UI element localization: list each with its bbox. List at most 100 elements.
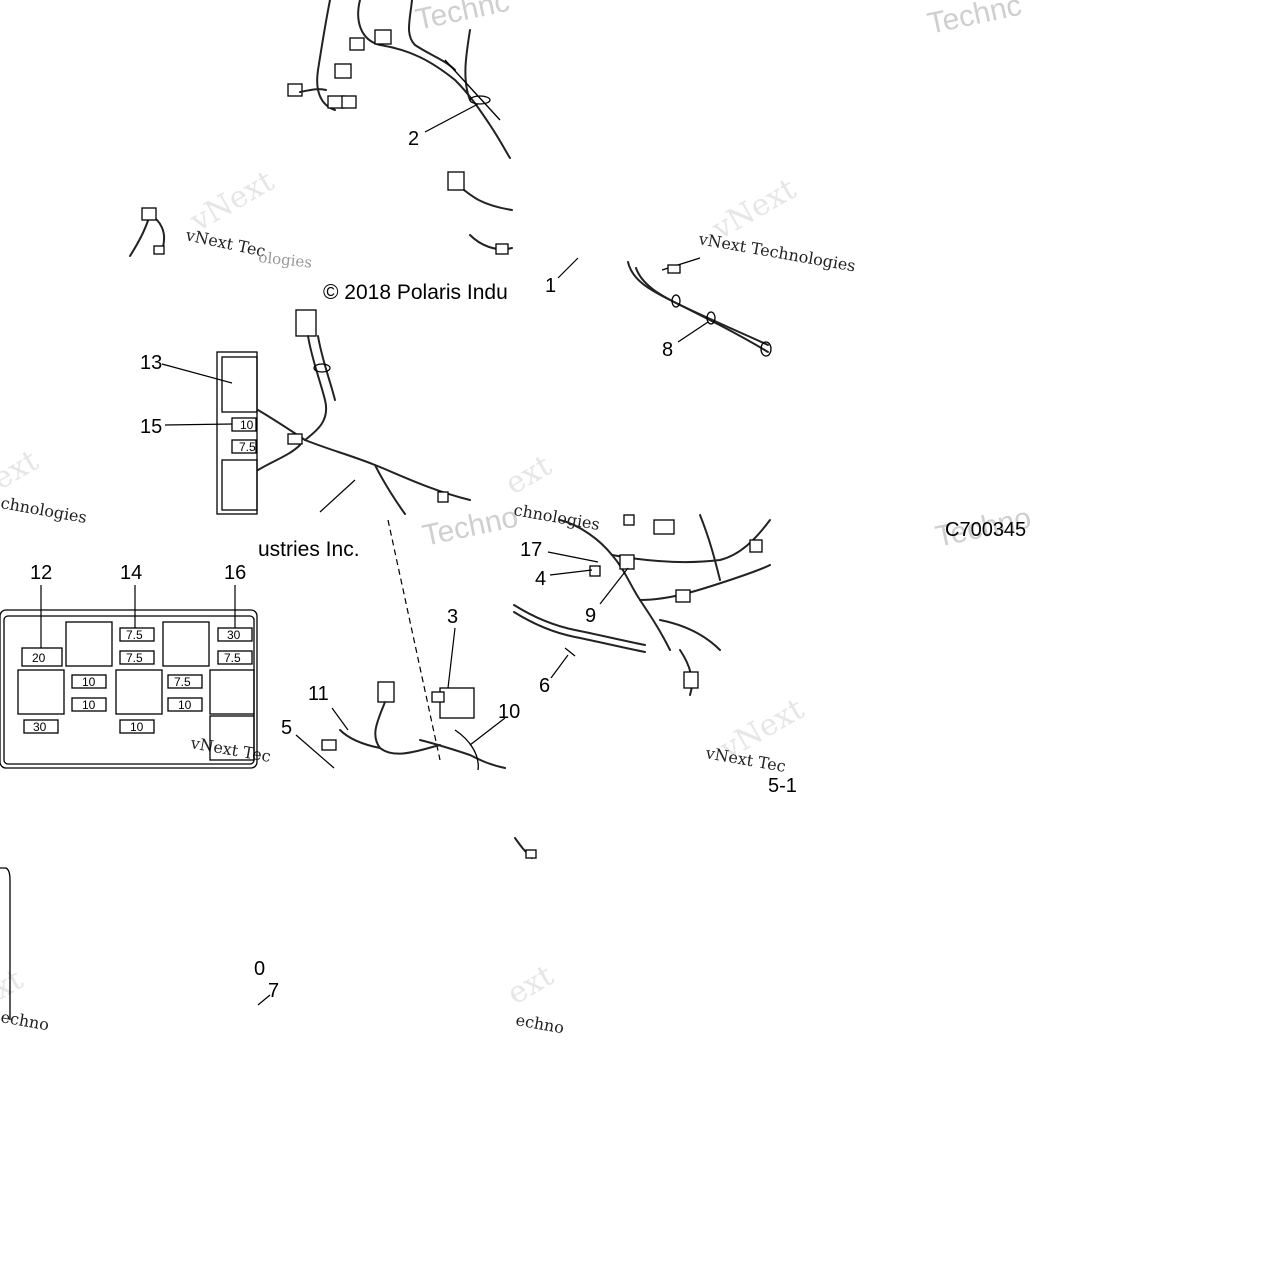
connector-sub-center-1	[447, 171, 465, 191]
callout-10: 10	[498, 701, 520, 723]
fuse-75-b: 7.5	[126, 651, 143, 665]
connector-right-4	[749, 539, 763, 553]
harness-band-1	[671, 294, 681, 308]
watermark-techno-center: Techno	[420, 500, 521, 552]
connector-sub-left-2	[153, 245, 165, 255]
callout-2: 2	[408, 128, 419, 150]
fuse-slot-10-c	[167, 697, 203, 712]
fuse-slot-10-b	[71, 697, 107, 712]
fuse-30-top: 30	[227, 628, 241, 642]
part-code: C700345	[945, 519, 1026, 541]
harness-clip-center	[313, 363, 331, 373]
connector-center-2	[287, 433, 303, 445]
relay-1	[65, 621, 113, 667]
copyright-line-1: © 2018 Polaris Indu	[323, 281, 508, 304]
callout-10-partial: 0	[254, 958, 265, 980]
fuse-10-b: 10	[82, 698, 96, 712]
connector-right-2	[653, 519, 675, 535]
watermark-chnologies-center: chnologies	[512, 500, 601, 534]
fuse-box-top-relay-2	[221, 459, 258, 511]
part-code-suffix: 5-1	[768, 775, 797, 797]
center-harness	[257, 309, 471, 515]
harness-center-bottom: 3 11 5 10	[281, 519, 520, 771]
fuse-block-outline	[0, 609, 258, 769]
main-harness-top: 2	[287, 0, 511, 159]
fuse-slot-75-b	[119, 650, 155, 665]
callout-17: 17	[520, 539, 542, 561]
harness-fragment-bottom: 7 0	[0, 837, 537, 1020]
fuse-75-c: 7.5	[224, 651, 241, 665]
callout-7: 7	[268, 980, 279, 1002]
fuse-top-10: 10	[240, 418, 254, 432]
callout-4: 4	[535, 568, 546, 590]
relay-2	[162, 621, 210, 667]
connector-top-2	[349, 37, 365, 51]
connector-item-8-1	[667, 264, 681, 274]
fuse-10-c: 10	[178, 698, 192, 712]
fuse-slot-10-d	[119, 719, 155, 734]
connector-sub-left-1	[141, 207, 157, 221]
watermark-top-right: Technc	[925, 0, 1025, 41]
relay-6	[209, 715, 255, 761]
watermark-vnext-tec-left: vNext Tec	[183, 225, 267, 261]
connector-top-6	[341, 95, 357, 109]
connector-item-9	[619, 554, 635, 570]
callout-16: 16	[224, 562, 246, 584]
callout-8: 8	[662, 339, 673, 361]
watermark-echno-bottom-center: echno	[514, 1010, 565, 1037]
connector-item-5	[321, 739, 337, 751]
connector-fragment-bottom	[525, 849, 537, 859]
harness-right: 17 4 9 6	[513, 514, 771, 697]
fuse-top-75: 7.5	[239, 440, 256, 454]
connector-right-1	[623, 514, 635, 526]
fuse-slot-75-c	[217, 650, 253, 665]
relay-3	[17, 669, 65, 715]
fuse-20: 20	[32, 651, 46, 665]
copyright-line-2: ustries Inc.	[258, 538, 360, 561]
module-item-3	[439, 687, 475, 719]
callout-5: 5	[281, 717, 292, 739]
watermark-vnext-technologies-center: vNext Technologies	[696, 229, 857, 275]
harness-band-2	[706, 311, 716, 325]
connector-right-3	[675, 589, 691, 603]
connector-top-3	[334, 63, 352, 79]
watermark-chnologies-left: chnologies	[0, 493, 88, 527]
watermark-ologies-left: ologies	[258, 248, 313, 272]
callout-11: 11	[308, 683, 329, 705]
watermark-ext-bottom: ext	[502, 958, 560, 1012]
fuse-75-a: 7.5	[126, 628, 143, 642]
watermark-vnext-tec-fuse: vNext Tec	[188, 733, 272, 766]
watermark-top-technologies: Technc	[413, 0, 513, 37]
fuse-slot-75-a	[119, 627, 155, 642]
watermark-ext-left: ext	[0, 443, 44, 497]
fuse-30-bottom: 30	[33, 720, 47, 734]
harness-item-8: 1 8	[545, 257, 772, 361]
fuse-block-main: 20 7.5 7.5 30 7.5 10 10 7.5 10 30 10 12 …	[0, 562, 258, 769]
callout-14: 14	[120, 562, 142, 584]
sub-harness-center	[447, 171, 513, 255]
fuse-75-d: 7.5	[174, 675, 191, 689]
watermark-layer: Technc Technc vNext vNext Tec ologies vN…	[0, 0, 1034, 1037]
connector-center-top	[295, 309, 317, 337]
connector-top-4	[287, 83, 303, 97]
connector-right-5	[683, 671, 699, 689]
callout-12: 12	[30, 562, 52, 584]
watermark-echno-bottom: echno	[0, 1007, 51, 1034]
fuse-slot-75-top	[231, 439, 257, 454]
fuse-slot-30-bottom	[23, 719, 59, 734]
connector-item-11	[377, 681, 395, 703]
connector-center-3	[437, 491, 449, 503]
module-item-3-label	[431, 691, 445, 703]
callout-6: 6	[539, 675, 550, 697]
fuse-box-top-outline	[216, 351, 258, 515]
fuse-slot-75-d	[167, 674, 203, 689]
callout-13: 13	[140, 352, 162, 374]
fuse-10-d: 10	[130, 720, 144, 734]
connector-item-8-end	[760, 341, 772, 357]
sub-harness-left	[129, 207, 166, 257]
callout-15: 15	[140, 416, 162, 438]
callout-1: 1	[545, 275, 556, 297]
connector-item-4	[589, 565, 601, 577]
relay-4	[115, 669, 163, 715]
